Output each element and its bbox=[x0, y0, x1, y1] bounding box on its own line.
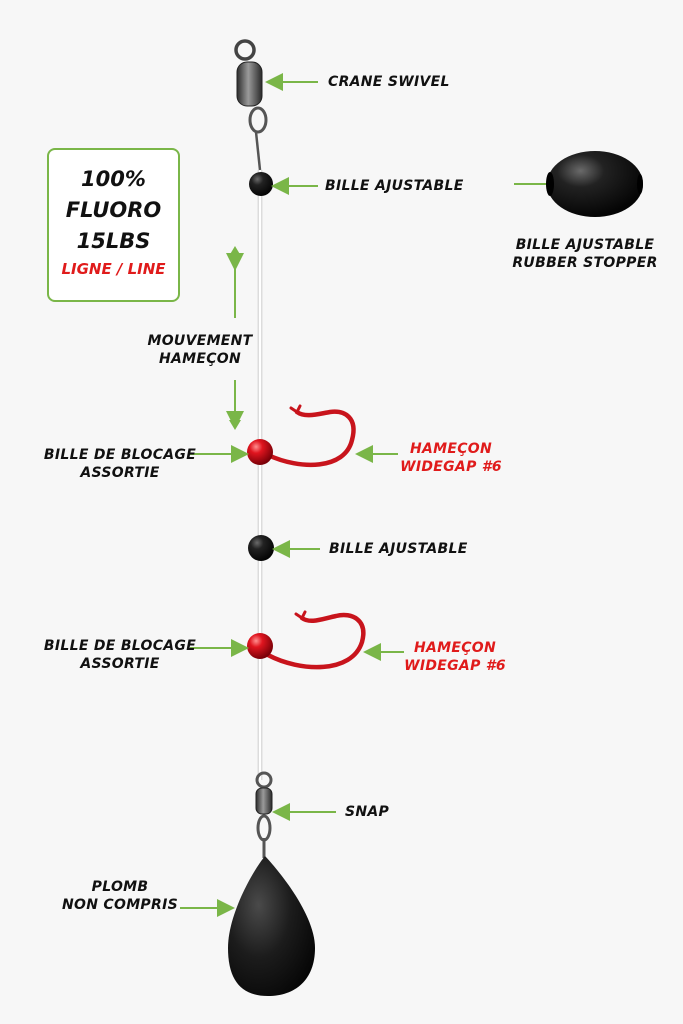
label-bille-blocage-bottom: BILLE DE BLOCAGE ASSORTIE bbox=[40, 637, 200, 673]
label-rubber-stopper-line2: RUBBER STOPPER bbox=[512, 255, 658, 271]
line-spec-box: 100% FLUORO 15LBS LIGNE / LINE bbox=[47, 148, 180, 302]
spec-percent: 100% bbox=[81, 167, 146, 191]
sinker-icon bbox=[228, 856, 315, 996]
pointer-arrows bbox=[180, 73, 546, 917]
label-hook-top: HAMEÇON WIDEGAP #6 bbox=[396, 440, 506, 476]
widegap-hook-bottom-icon bbox=[265, 610, 366, 670]
label-rubber-stopper: BILLE AJUSTABLE RUBBER STOPPER bbox=[505, 236, 665, 272]
label-hook-bottom: HAMEÇON WIDEGAP #6 bbox=[400, 639, 510, 675]
label-hook-bottom-line1: HAMEÇON bbox=[413, 640, 497, 656]
label-mouvement-hamecon: MOUVEMENT HAMEÇON bbox=[140, 332, 260, 368]
spec-material: FLUORO bbox=[65, 198, 162, 222]
label-plomb: PLOMB NON COMPRIS bbox=[60, 878, 180, 914]
label-plomb-line2: NON COMPRIS bbox=[62, 897, 178, 913]
label-bille-blocage-bottom-line2: ASSORTIE bbox=[80, 656, 160, 672]
bead-adjustable-mid-icon bbox=[248, 535, 274, 561]
label-plomb-line1: PLOMB bbox=[91, 879, 149, 895]
label-snap: SNAP bbox=[345, 804, 390, 820]
label-mouvement-line1: MOUVEMENT bbox=[147, 333, 253, 349]
label-crane-swivel: CRANE SWIVEL bbox=[328, 74, 450, 90]
label-bille-blocage-top-line1: BILLE DE BLOCAGE bbox=[43, 447, 197, 463]
label-hook-top-line1: HAMEÇON bbox=[409, 441, 493, 457]
snap-icon bbox=[255, 771, 273, 858]
rubber-stopper-icon bbox=[546, 151, 643, 217]
blocking-bead-bottom-icon bbox=[247, 633, 273, 659]
movement-arrow-icon bbox=[226, 246, 244, 430]
blocking-bead-top-icon bbox=[247, 439, 273, 465]
label-rubber-stopper-line1: BILLE AJUSTABLE bbox=[515, 237, 655, 253]
label-mouvement-line2: HAMEÇON bbox=[158, 351, 242, 367]
label-bille-blocage-top-line2: ASSORTIE bbox=[80, 465, 160, 481]
bead-adjustable-top-icon bbox=[249, 172, 273, 196]
label-hook-bottom-line2: WIDEGAP #6 bbox=[404, 658, 506, 674]
label-bille-blocage-bottom-line1: BILLE DE BLOCAGE bbox=[43, 638, 197, 654]
spec-strength: 15LBS bbox=[76, 229, 151, 253]
spec-line-label: LIGNE / LINE bbox=[61, 260, 166, 278]
label-bille-ajustable-top: BILLE AJUSTABLE bbox=[325, 178, 464, 194]
label-bille-ajustable-mid: BILLE AJUSTABLE bbox=[329, 541, 468, 557]
label-hook-top-line2: WIDEGAP #6 bbox=[400, 459, 502, 475]
widegap-hook-top-icon bbox=[265, 404, 356, 467]
crane-swivel-icon bbox=[234, 39, 268, 171]
label-bille-blocage-top: BILLE DE BLOCAGE ASSORTIE bbox=[40, 446, 200, 482]
